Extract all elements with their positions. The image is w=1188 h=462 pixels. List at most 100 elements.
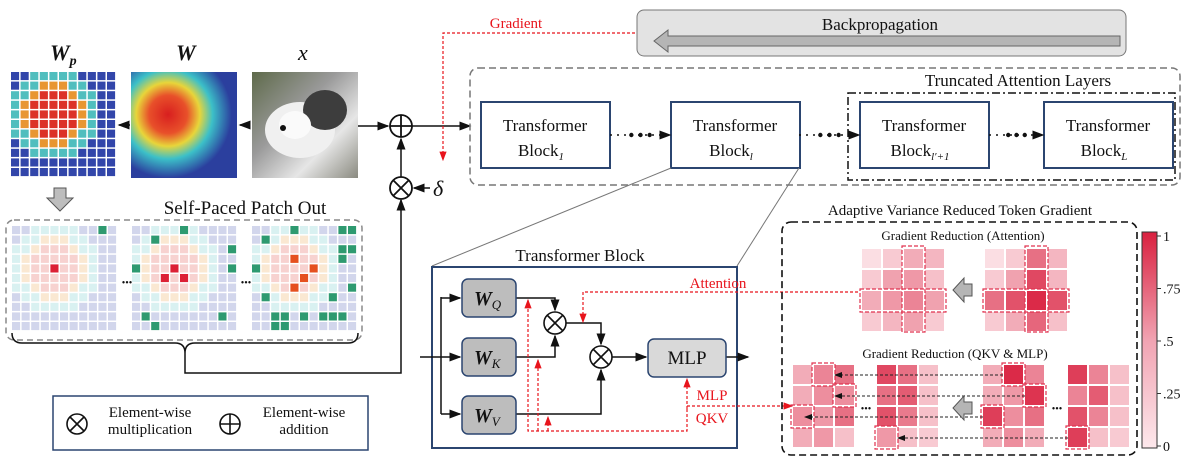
heatmap-cell	[1027, 249, 1046, 268]
reduce-arrow-icon	[952, 394, 973, 422]
add-legend-icon	[219, 413, 241, 435]
wq-box: WQ	[461, 278, 517, 318]
heatmap-cell	[919, 365, 938, 384]
heatmap-cell	[1089, 428, 1108, 447]
heatmap-cell	[919, 407, 938, 426]
heatmap-cell	[862, 312, 881, 331]
svg-text:BlockL: BlockL	[1081, 141, 1128, 163]
heatmap-cell	[1068, 386, 1087, 405]
svg-text:Block1: Block1	[518, 141, 564, 163]
heatmap-cell	[1068, 428, 1087, 447]
legend-add-line2: addition	[279, 422, 329, 438]
heatmap-cell	[862, 249, 881, 268]
heatmap-cell	[1089, 365, 1108, 384]
heatmap-cell	[883, 291, 902, 310]
colorbar-tick: .75	[1163, 283, 1181, 298]
qkv-reduction-title: Gradient Reduction (QKV & MLP)	[862, 346, 1047, 361]
heatmap-cell	[883, 270, 902, 289]
heatmap-cell	[1089, 386, 1108, 405]
multiply-legend-icon	[66, 413, 88, 435]
x-label: x	[297, 40, 308, 65]
heatmap-cell	[835, 365, 854, 384]
token-gradient-grids	[790, 245, 1129, 450]
heatmap-cell	[793, 407, 812, 426]
heatmap-cell	[814, 428, 833, 447]
svg-text:Blockl′+1: Blockl′+1	[891, 141, 950, 163]
patch-out-box	[5, 219, 363, 341]
heatmap-cell	[1004, 365, 1023, 384]
heatmap-cell	[1089, 407, 1108, 426]
ellipsis: •••	[122, 278, 133, 289]
mlp-label: MLP	[667, 348, 706, 369]
heatmap-cell	[1110, 386, 1129, 405]
heatmap-cell	[814, 407, 833, 426]
multiply-op-icon	[389, 176, 413, 200]
mask-path-line	[184, 198, 406, 374]
patch-out-title: Self-Paced Patch Out	[164, 198, 327, 219]
colorbar-tick: 0	[1163, 440, 1170, 455]
qkv-hook-label: QKV	[696, 411, 729, 427]
gradient-path	[439, 32, 640, 162]
svg-text:WV: WV	[474, 405, 502, 429]
backprop-arrow-icon	[653, 28, 1121, 54]
ellipsis: •••	[1052, 404, 1063, 415]
legend-box	[52, 395, 369, 451]
attn-grid-original	[985, 249, 1067, 331]
w-label: W	[176, 40, 197, 65]
heatmap-cell	[925, 312, 944, 331]
heatmap-cell	[814, 365, 833, 384]
heatmap-cell	[985, 312, 1004, 331]
heatmap-cell	[1006, 291, 1025, 310]
heatmap-cell	[1048, 249, 1067, 268]
transformer-block-title: Transformer Block	[515, 246, 645, 265]
heatmap-cell	[1027, 270, 1046, 289]
heatmap-cell	[919, 428, 938, 447]
multiply-op-icon	[543, 311, 567, 335]
wk-box: WK	[461, 337, 517, 377]
colorbar-tick: .5	[1163, 335, 1174, 350]
qkv-grid-1	[793, 365, 854, 447]
zoom-line	[431, 167, 672, 267]
heatmap-cell	[985, 270, 1004, 289]
heatmap-cell	[1110, 428, 1129, 447]
brace	[11, 332, 359, 354]
svg-text:WK: WK	[474, 347, 502, 371]
down-arrow-icon	[45, 187, 75, 212]
heatmap-cell	[904, 249, 923, 268]
svg-text:Transformer: Transformer	[882, 116, 967, 135]
heatmap-cell	[1110, 365, 1129, 384]
heatmap-cell	[814, 386, 833, 405]
svg-text:Transformer: Transformer	[1066, 116, 1151, 135]
svg-text:WQ: WQ	[474, 288, 502, 312]
ellipsis: •••	[861, 404, 872, 415]
zoom-line	[736, 167, 800, 267]
attention-heatmap	[131, 72, 237, 178]
truncated-box	[847, 92, 1176, 181]
legend-mult-line2: multiplication	[108, 422, 193, 438]
heatmap-cell	[1006, 312, 1025, 331]
heatmap-cell	[1048, 270, 1067, 289]
reduce-arrow-icon	[952, 276, 973, 304]
svg-text:Transformer: Transformer	[693, 116, 778, 135]
heatmap-cell	[1027, 291, 1046, 310]
heatmap-cell	[1048, 312, 1067, 331]
svg-text:Transformer: Transformer	[503, 116, 588, 135]
heatmap-cell	[1110, 407, 1129, 426]
qkv-grid-3	[983, 365, 1044, 447]
heatmap-cell	[793, 386, 812, 405]
qkv-grid-2	[877, 365, 938, 447]
heatmap-cell	[883, 312, 902, 331]
heatmap-cell	[1048, 291, 1067, 310]
multiply-op-icon	[589, 345, 613, 369]
heatmap-cell	[877, 428, 896, 447]
heatmap-cell	[983, 407, 1002, 426]
heatmap-cell	[1025, 386, 1044, 405]
heatmap-cell	[835, 428, 854, 447]
input-image	[252, 72, 358, 178]
gradient-hooks	[524, 291, 858, 432]
heatmap-cell	[862, 291, 881, 310]
delta-label: δ	[433, 176, 444, 201]
attention-hook-label: Attention	[690, 276, 747, 292]
